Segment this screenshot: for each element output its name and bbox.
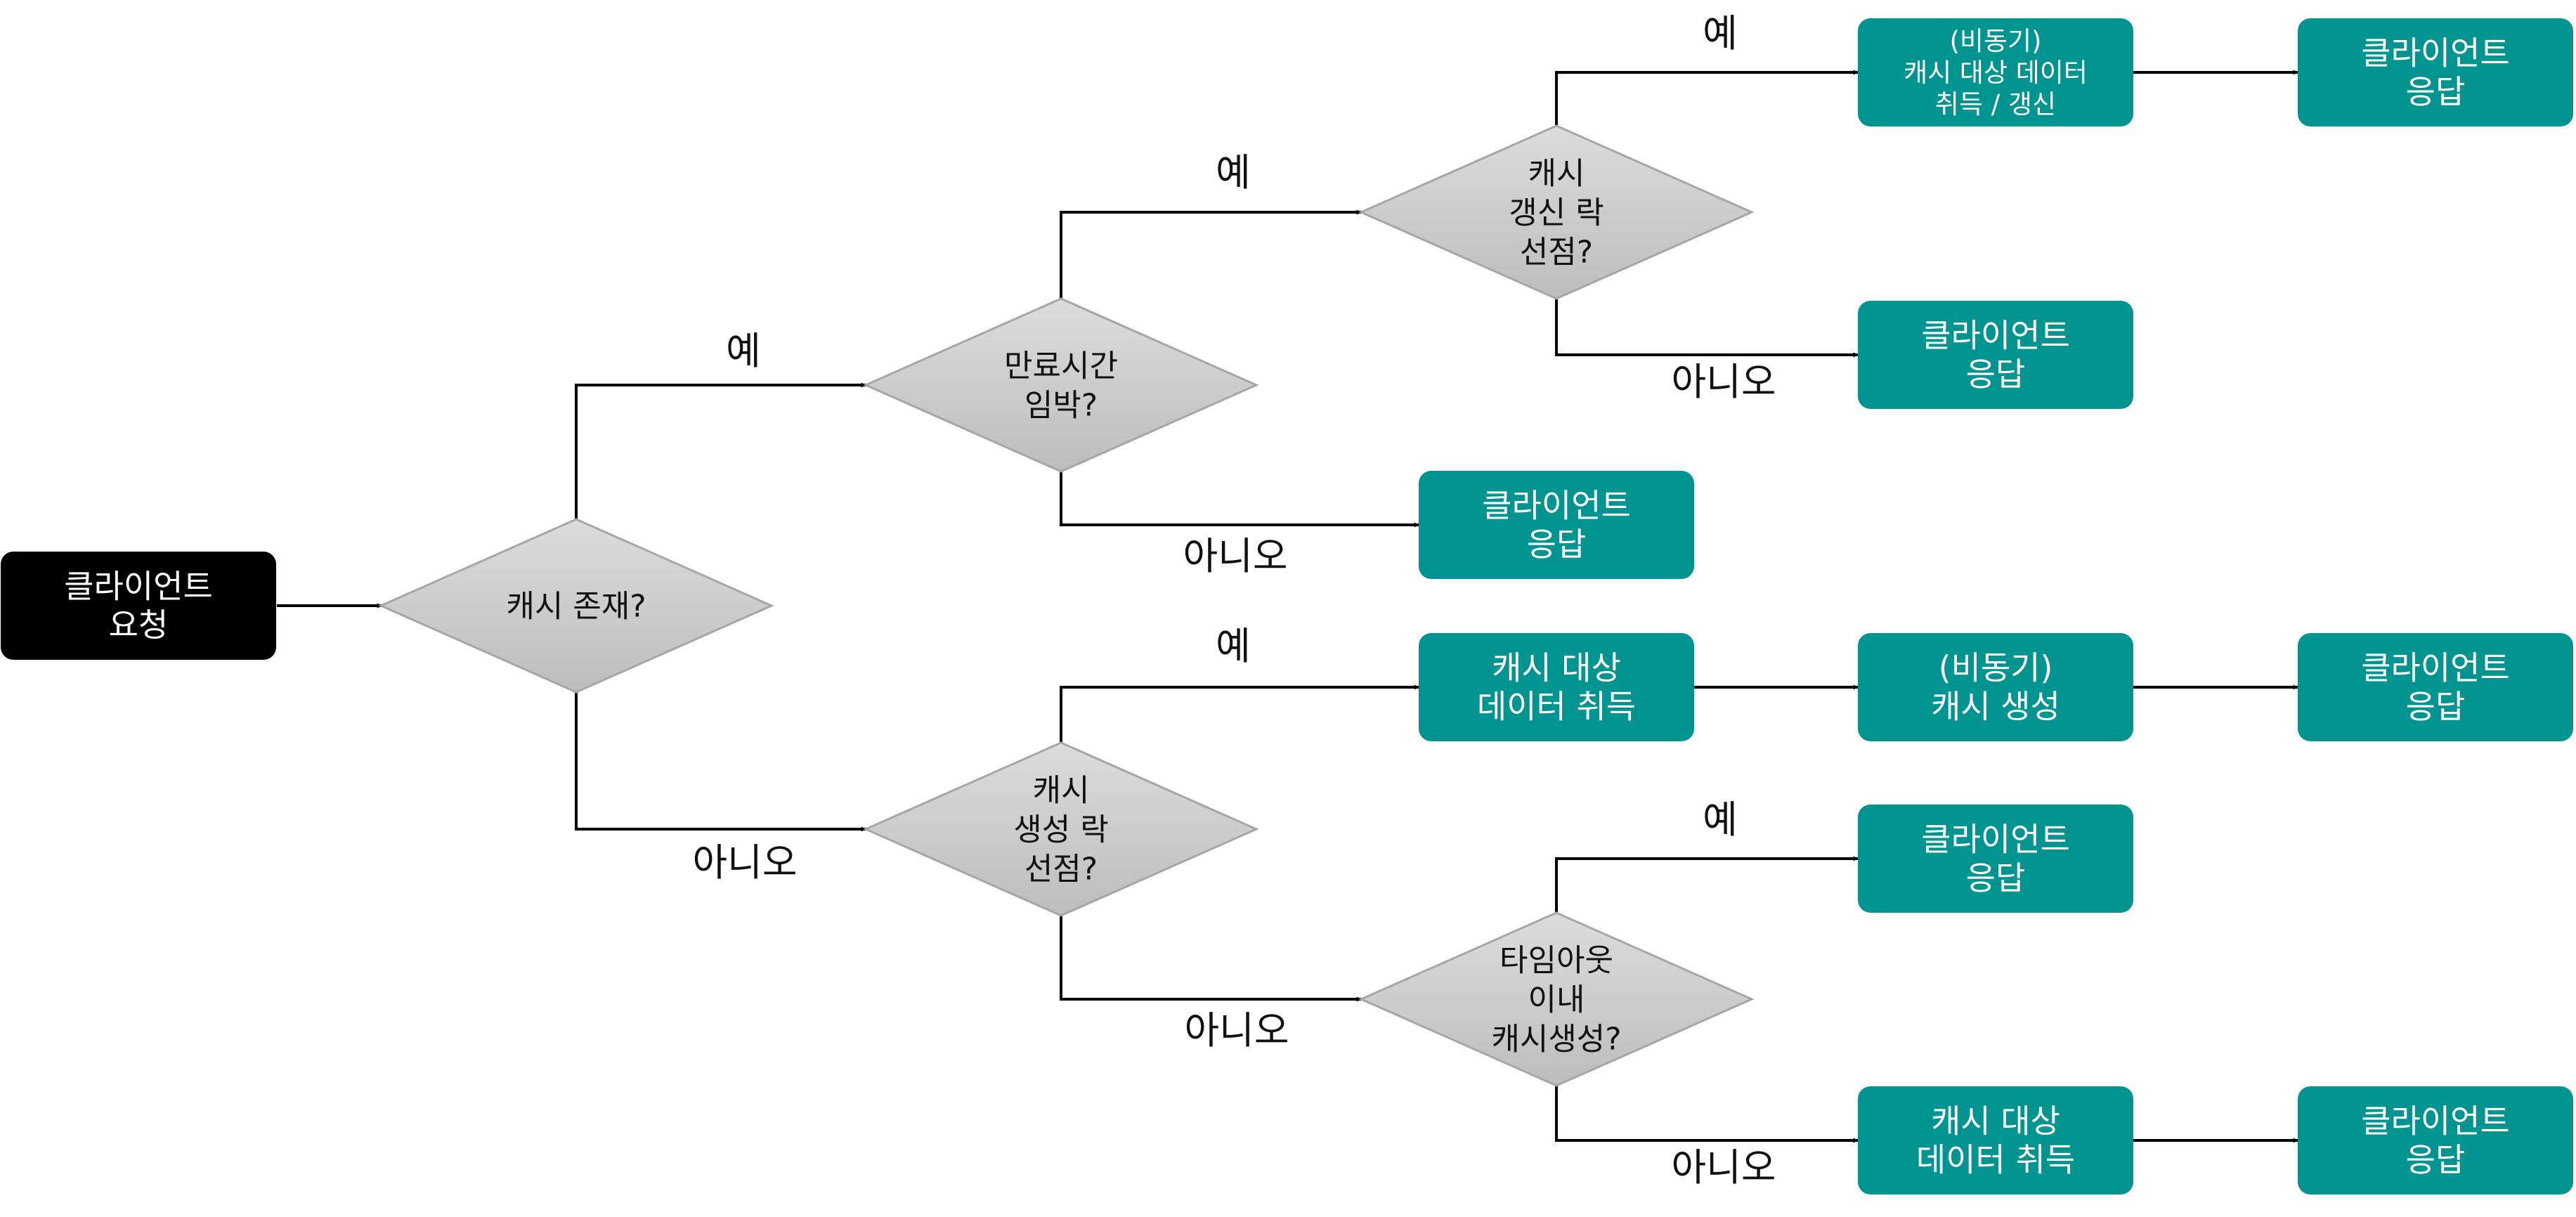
node-label-line: 응답	[2406, 73, 2466, 111]
no-label: 아니오	[1671, 360, 1776, 404]
node-label-line: 클라이언트	[1482, 487, 1631, 525]
node-label-line: 클라이언트	[2361, 34, 2510, 72]
node-label-line: 갱신 락	[1509, 195, 1604, 230]
async-create-box: (비동기)캐시 생성	[1858, 633, 2133, 741]
node-label-line: (비동기)	[1950, 26, 2042, 56]
no-label: 아니오	[692, 840, 797, 885]
timeout-no-connector	[1555, 1086, 1859, 1143]
box-shape	[2298, 18, 2573, 126]
box-shape	[2298, 633, 2573, 741]
yes-label: 예	[1216, 150, 1251, 195]
box-shape	[1419, 633, 1694, 741]
decision-diamond-shape	[863, 741, 1259, 917]
node-label-line: 응답	[1966, 356, 2026, 393]
box-shape	[1858, 301, 2133, 409]
yes-label: 예	[1703, 798, 1738, 842]
decision-diamond-shape	[378, 518, 774, 694]
node-label-line: 응답	[1527, 526, 1587, 564]
node-label-line: 캐시	[1528, 155, 1585, 191]
node-label-line: 캐시 대상	[1931, 1102, 2060, 1140]
node-label-line: 데이터 취득	[1916, 1141, 2075, 1179]
create-lock-no-connector	[1060, 916, 1362, 1002]
no-label: 아니오	[1183, 534, 1287, 578]
node-label-line: 응답	[2406, 1141, 2466, 1179]
node-label-line: 클라이언트	[1921, 317, 2070, 355]
yes-label: 예	[1703, 11, 1738, 56]
node-label-line: 이내	[1528, 982, 1585, 1017]
box-shape	[2298, 1086, 2573, 1195]
node-label-line: 클라이언트	[2361, 649, 2510, 687]
node-label-line: 만료시간	[1004, 348, 1118, 384]
node-label-line: 요청	[109, 606, 169, 644]
node-label-line: 임박?	[1024, 387, 1098, 423]
create-lock-yes-connector	[1060, 684, 1419, 743]
node-label-line: 캐시 대상 데이터	[1904, 58, 2088, 88]
node-label-line: 캐시생성?	[1491, 1021, 1621, 1057]
node-label-line: 선점?	[1024, 851, 1098, 887]
node-label-line: 응답	[2406, 688, 2466, 726]
node-label-line: 생성 락	[1013, 812, 1108, 847]
box-shape	[1858, 805, 2133, 913]
node-label-line: 취득 / 갱신	[1935, 89, 2056, 119]
expiry-near-no-connector	[1060, 471, 1419, 528]
node-label-line: 캐시 존재?	[506, 588, 646, 624]
box-shape	[1419, 471, 1694, 579]
connectors	[277, 70, 2298, 1143]
node-label-line: 캐시	[1033, 772, 1090, 808]
node-label-line: 클라이언트	[1921, 821, 2070, 859]
no-label: 아니오	[1184, 1008, 1289, 1053]
box-shape	[1, 552, 276, 660]
node-label-line: 클라이언트	[2361, 1102, 2510, 1140]
expiry-near-yes-connector	[1060, 209, 1362, 299]
renew-lock-no-connector	[1555, 299, 1859, 358]
no-label: 아니오	[1671, 1145, 1776, 1190]
node-label-line: 응답	[1966, 859, 2026, 897]
decision-diamond-shape	[1358, 911, 1755, 1087]
node-label-line: 선점?	[1520, 234, 1593, 270]
create-lock-decision: 캐시생성 락선점?	[863, 741, 1259, 917]
box-shape	[1858, 1086, 2133, 1195]
node-label-line: 클라이언트	[64, 568, 213, 606]
node-label-line: 캐시 대상	[1492, 649, 1621, 687]
cache-exists-no-connector	[575, 692, 866, 832]
node-label-line: (비동기)	[1939, 649, 2053, 687]
box-shape	[1858, 633, 2133, 741]
yes-label: 예	[1216, 624, 1251, 668]
node-label-line: 데이터 취득	[1477, 688, 1636, 726]
timeout-yes-connector	[1555, 856, 1859, 913]
node-label-line: 타임아웃	[1500, 942, 1613, 978]
decision-diamond-shape	[1358, 124, 1755, 300]
yes-label: 예	[726, 329, 761, 373]
decision-diamond-shape	[863, 297, 1259, 473]
node-label-line: 캐시 생성	[1931, 688, 2060, 726]
cache-exists-yes-connector	[575, 382, 866, 520]
box-shape	[1858, 18, 2133, 126]
renew-lock-yes-connector	[1555, 70, 1859, 126]
cache-exists-decision: 캐시 존재?	[378, 518, 774, 694]
